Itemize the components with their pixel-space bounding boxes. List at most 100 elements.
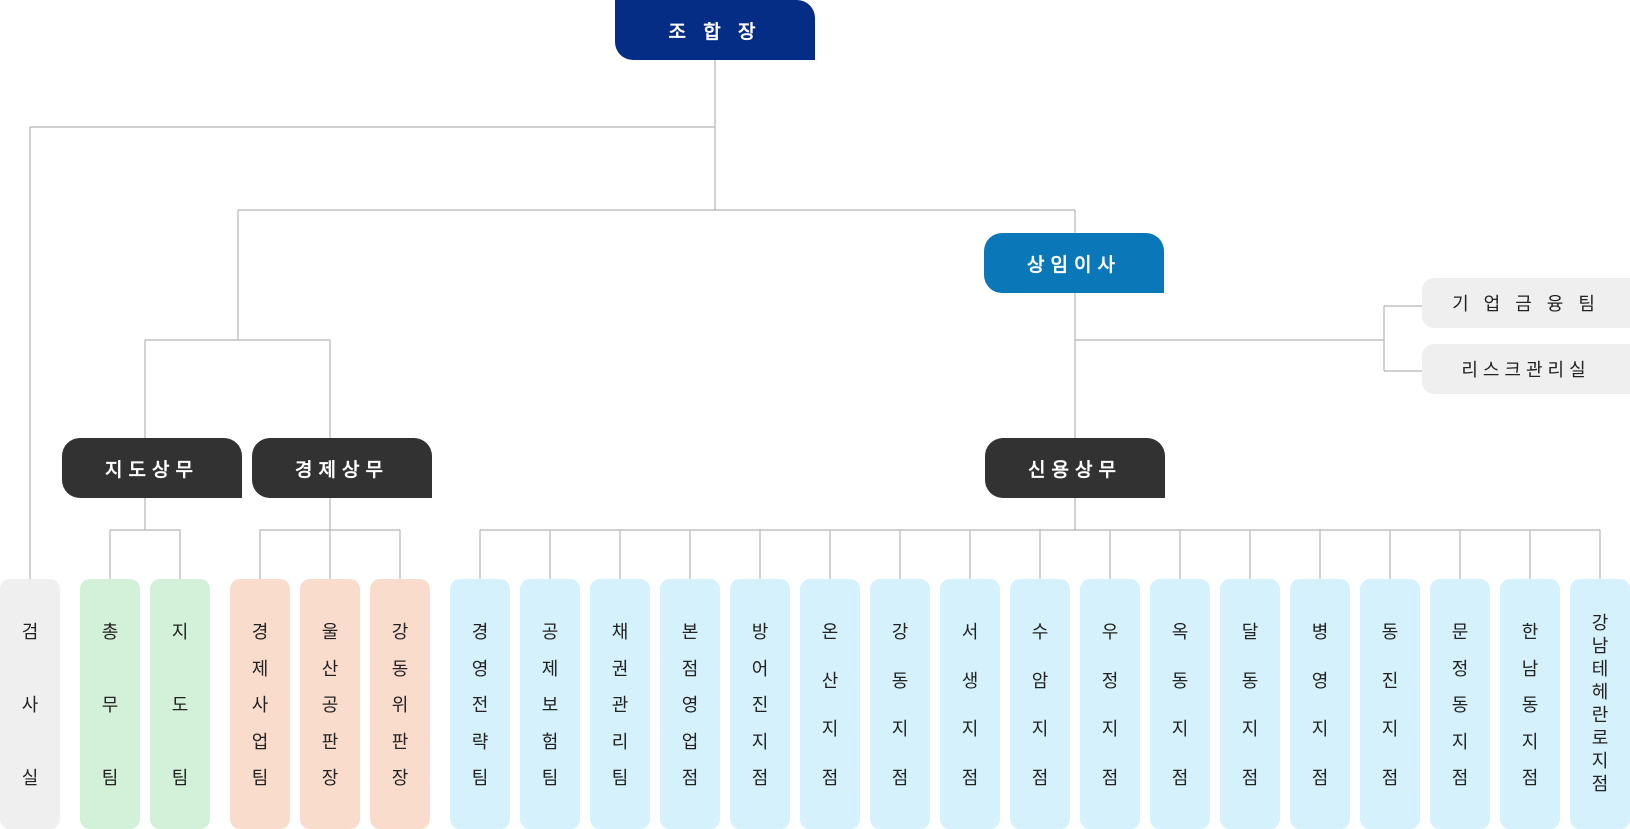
- credit-division-box: 신용상무: [985, 438, 1165, 498]
- label-char: 경: [251, 622, 269, 642]
- corporate-finance-team-box: 기 업 금 융 팀: [1422, 278, 1630, 328]
- corporate-finance-team-label: 기 업 금 융 팀: [1452, 294, 1600, 314]
- label-char: 점: [681, 768, 699, 788]
- label-char: 지: [1031, 719, 1049, 740]
- label-char: 점: [891, 767, 909, 788]
- label-char: 강: [891, 622, 909, 642]
- label-char: 관: [611, 695, 629, 715]
- label-char: 동: [891, 670, 909, 691]
- label-char: 점: [821, 767, 839, 788]
- label-char: 울: [321, 622, 339, 642]
- label-char: 병: [1311, 622, 1329, 642]
- label-char: 무: [101, 695, 119, 715]
- director-label: 상임이사: [1027, 254, 1121, 276]
- label-char: 점: [1241, 767, 1259, 788]
- label-char: 공: [541, 622, 559, 642]
- label-char: 지: [1311, 719, 1329, 740]
- label-char: 산: [821, 670, 839, 691]
- label-char: 생: [961, 670, 979, 691]
- label-char: 동: [1241, 670, 1259, 691]
- label-char: 점: [1171, 767, 1189, 788]
- label-char: 동: [1381, 622, 1399, 642]
- label-char: 위: [391, 695, 409, 715]
- label-char: 강: [391, 622, 409, 642]
- guidance-division-box: 지도상무: [62, 438, 242, 498]
- label-char: 채: [611, 622, 629, 642]
- label-char: 지: [1241, 719, 1259, 740]
- label-char: 영: [1311, 670, 1329, 691]
- label-char: 팀: [611, 768, 629, 788]
- label-char: 진: [1381, 670, 1399, 691]
- label-char: 팀: [101, 768, 119, 788]
- label-char: 점: [1451, 768, 1469, 788]
- label-char: 한: [1521, 622, 1539, 642]
- label-char: 달: [1241, 622, 1259, 642]
- label-char: 도: [171, 695, 189, 715]
- label-char: 팀: [171, 768, 189, 788]
- label-char: 온: [821, 622, 839, 642]
- label-char: 로: [1591, 728, 1609, 748]
- label-char: 공: [321, 695, 339, 715]
- label-char: 판: [321, 731, 339, 752]
- label-char: 전: [471, 695, 489, 715]
- label-char: 점: [961, 767, 979, 788]
- chairman-box: 조 합 장: [615, 0, 815, 60]
- label-char: 장: [391, 768, 409, 788]
- label-char: 략: [471, 731, 489, 752]
- chairman-label: 조 합 장: [668, 21, 762, 43]
- label-char: 팀: [541, 768, 559, 788]
- label-char: 점: [1591, 774, 1609, 794]
- label-char: 동: [1521, 695, 1539, 715]
- label-char: 테: [1591, 659, 1609, 679]
- label-char: 점: [1311, 767, 1329, 788]
- label-char: 검: [21, 622, 39, 642]
- label-char: 지: [1451, 731, 1469, 752]
- label-char: 지: [891, 719, 909, 740]
- label-char: 서: [961, 622, 979, 642]
- label-char: 지: [1101, 719, 1119, 740]
- label-char: 험: [541, 731, 559, 752]
- label-char: 진: [751, 695, 769, 715]
- label-char: 점: [751, 768, 769, 788]
- label-char: 사: [21, 695, 39, 715]
- label-char: 우: [1101, 622, 1119, 642]
- label-char: 보: [541, 695, 559, 715]
- label-char: 수: [1031, 622, 1049, 642]
- label-char: 제: [251, 658, 269, 679]
- label-char: 지: [751, 731, 769, 752]
- label-char: 남: [1521, 658, 1539, 679]
- label-char: 본: [681, 622, 699, 642]
- label-char: 총: [101, 622, 119, 642]
- label-char: 업: [681, 731, 699, 752]
- label-char: 정: [1451, 658, 1469, 679]
- label-char: 점: [1521, 768, 1539, 788]
- label-char: 지: [1521, 731, 1539, 752]
- label-char: 실: [21, 768, 39, 788]
- label-char: 리: [611, 731, 629, 752]
- label-char: 옥: [1171, 622, 1189, 642]
